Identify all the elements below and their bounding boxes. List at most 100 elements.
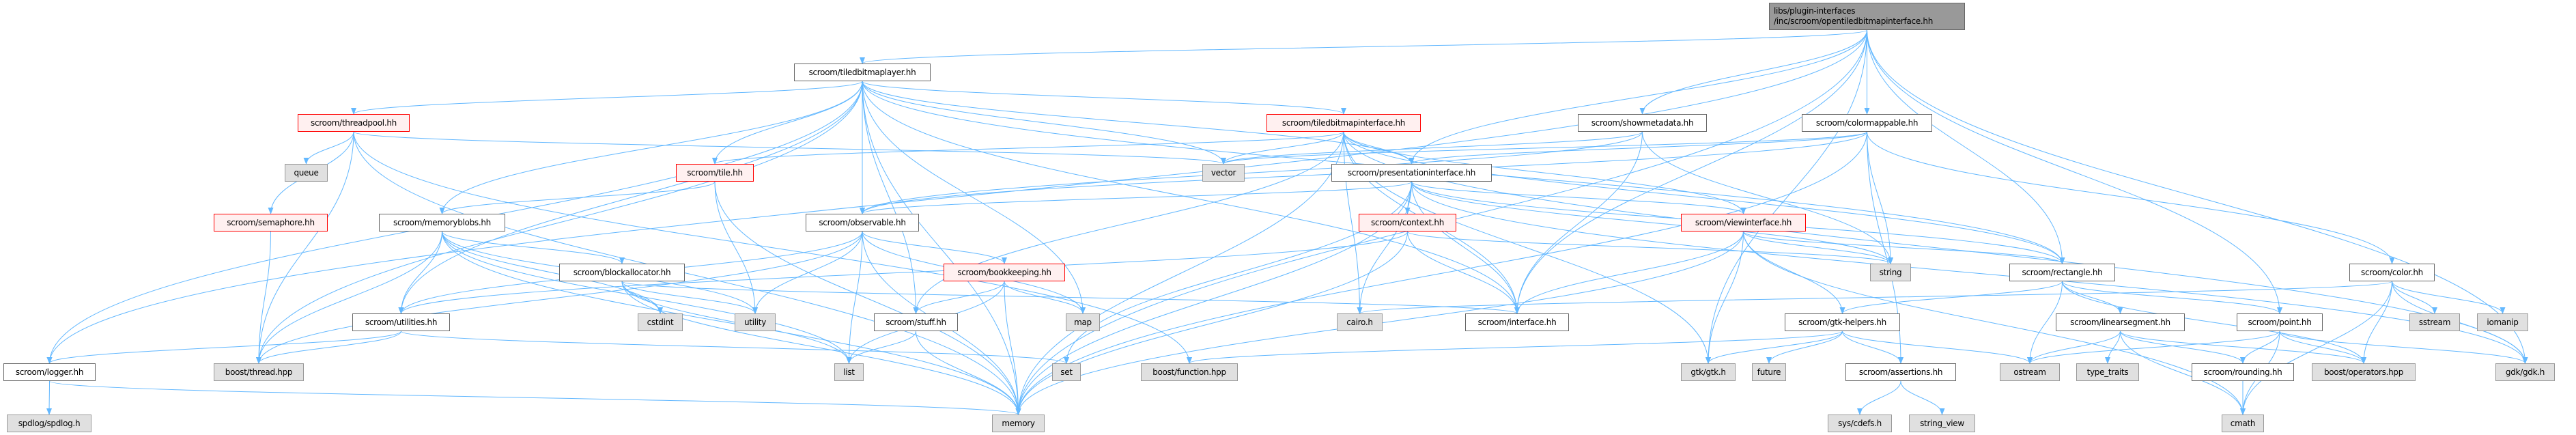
- node-cairo[interactable]: cairo.h: [1337, 313, 1383, 331]
- edge-rectangle-to-ostream: [2027, 281, 2063, 364]
- node-label: cairo.h: [1346, 318, 1373, 327]
- node-tiledbitmaplayer[interactable]: scroom/tiledbitmaplayer.hh: [794, 64, 931, 81]
- node-memory[interactable]: memory: [992, 415, 1045, 432]
- node-rounding[interactable]: scroom/rounding.hh: [2192, 363, 2294, 381]
- edge-color-to-boostoperators: [2361, 281, 2392, 364]
- node-list[interactable]: list: [834, 363, 864, 381]
- node-utilities[interactable]: scroom/utilities.hh: [352, 313, 450, 331]
- node-label-line: /inc/scroom/opentiledbitmapinterface.hh: [1774, 16, 1934, 26]
- node-label: scroom/gtk-helpers.hh: [1798, 318, 1886, 327]
- node-label: scroom/interface.hh: [1477, 318, 1557, 327]
- node-label: boost/thread.hpp: [225, 367, 293, 377]
- node-boostfunction[interactable]: boost/function.hpp: [1141, 363, 1238, 381]
- edge-memoryblobs-to-boostthread: [256, 231, 442, 364]
- node-logger[interactable]: scroom/logger.hh: [3, 363, 96, 381]
- node-rectangle[interactable]: scroom/rectangle.hh: [2009, 264, 2115, 281]
- node-label-line: libs/plugin-interfaces: [1774, 6, 1856, 16]
- node-label: string: [1879, 268, 1902, 277]
- node-tile[interactable]: scroom/tile.hh: [676, 164, 754, 182]
- edge-root-to-point: [1867, 29, 2282, 314]
- node-tiledbitmapinterface[interactable]: scroom/tiledbitmapinterface.hh: [1266, 114, 1421, 132]
- edge-bookkeeping-to-memory: [1004, 281, 1021, 415]
- node-gdk[interactable]: gdk/gdk.h: [2495, 363, 2555, 381]
- node-label: scroom/linearsegment.hh: [2070, 318, 2170, 327]
- node-future[interactable]: future: [1752, 363, 1786, 381]
- edge-point-to-gdk: [2279, 331, 2528, 364]
- node-boostthread[interactable]: boost/thread.hpp: [214, 363, 304, 381]
- node-stringview[interactable]: string_view: [1909, 415, 1975, 432]
- node-label: gtk/gtk.h: [1690, 367, 1726, 377]
- node-spdlog[interactable]: spdlog/spdlog.h: [7, 415, 91, 432]
- node-cmath[interactable]: cmath: [2222, 415, 2264, 432]
- node-cstdint[interactable]: cstdint: [638, 313, 683, 331]
- node-boostoperators[interactable]: boost/operators.hpp: [2312, 363, 2416, 381]
- node-label: vector: [1211, 168, 1236, 178]
- edge-viewinterface-to-rectangle: [1743, 231, 2065, 264]
- edge-tiledbitmaplayer-to-tile: [712, 81, 863, 165]
- node-gtk[interactable]: gtk/gtk.h: [1681, 363, 1736, 381]
- node-label: list: [843, 367, 855, 377]
- node-presentationinterface[interactable]: scroom/presentationinterface.hh: [1331, 164, 1492, 182]
- edge-gtkhelpers-to-boostfunction: [1187, 331, 1843, 364]
- edge-tiledbitmaplayer-to-stuff: [862, 81, 919, 314]
- node-memoryblobs[interactable]: scroom/memoryblobs.hh: [379, 214, 505, 231]
- node-sstream[interactable]: sstream: [2409, 313, 2460, 331]
- node-point[interactable]: scroom/point.hh: [2237, 313, 2323, 331]
- node-label: scroom/showmetadata.hh: [1591, 118, 1694, 128]
- node-stuff[interactable]: scroom/stuff.hh: [874, 313, 958, 331]
- edge-utilities-to-logger: [46, 331, 401, 364]
- edge-rectangle-to-gtkhelpers: [1839, 281, 2063, 314]
- edge-viewinterface-to-gtkhelpers: [1743, 231, 1845, 314]
- edge-assertions-to-syscdefs: [1857, 380, 1901, 415]
- node-utility[interactable]: utility: [735, 313, 776, 331]
- node-label: map: [1074, 318, 1092, 327]
- edge-bookkeeping-to-map: [1004, 281, 1086, 314]
- node-map[interactable]: map: [1066, 313, 1100, 331]
- node-observable[interactable]: scroom/observable.hh: [806, 214, 919, 231]
- node-gtkhelpers[interactable]: scroom/gtk-helpers.hh: [1785, 313, 1900, 331]
- node-viewinterface[interactable]: scroom/viewinterface.hh: [1681, 214, 1806, 231]
- node-label: string_view: [1920, 419, 1964, 428]
- node-linearsegment[interactable]: scroom/linearsegment.hh: [2056, 313, 2185, 331]
- edge-threadpool-to-queue: [303, 131, 354, 165]
- edge-color-to-cairo: [1357, 281, 2392, 314]
- edge-observable-to-bookkeeping: [862, 231, 1007, 264]
- node-context[interactable]: scroom/context.hh: [1359, 214, 1456, 231]
- node-label: scroom/memoryblobs.hh: [393, 218, 491, 227]
- edge-presentationinterface-to-viewinterface: [1411, 181, 1746, 214]
- edge-colormappable-to-color: [1867, 131, 2395, 264]
- edge-presentationinterface-to-cairo: [1357, 181, 1412, 314]
- node-threadpool[interactable]: scroom/threadpool.hh: [298, 114, 410, 132]
- edge-root-to-gdk: [1867, 29, 2528, 364]
- node-label: scroom/tiledbitmapinterface.hh: [1282, 118, 1406, 128]
- node-colormappable[interactable]: scroom/colormappable.hh: [1802, 114, 1932, 132]
- node-set[interactable]: set: [1052, 363, 1081, 381]
- node-assertions[interactable]: scroom/assertions.hh: [1845, 363, 1956, 381]
- node-syscdefs[interactable]: sys/cdefs.h: [1828, 415, 1892, 432]
- node-ostream[interactable]: ostream: [2000, 363, 2060, 381]
- edge-linearsegment-to-typetraits: [2105, 331, 2121, 364]
- node-string[interactable]: string: [1870, 264, 1911, 281]
- node-showmetadata[interactable]: scroom/showmetadata.hh: [1578, 114, 1707, 132]
- node-vector[interactable]: vector: [1202, 164, 1245, 182]
- node-label: scroom/colormappable.hh: [1815, 118, 1919, 128]
- edge-gtkhelpers-to-assertions: [1842, 331, 1903, 364]
- node-label: scroom/context.hh: [1370, 218, 1445, 227]
- edge-memoryblobs-to-utilities: [398, 231, 442, 314]
- node-interface[interactable]: scroom/interface.hh: [1465, 313, 1569, 331]
- edge-root-to-presentationinterface: [1409, 29, 1867, 165]
- node-semaphore[interactable]: scroom/semaphore.hh: [214, 214, 328, 231]
- node-bookkeeping[interactable]: scroom/bookkeeping.hh: [944, 264, 1065, 281]
- node-blockallocator[interactable]: scroom/blockallocator.hh: [559, 264, 685, 281]
- node-label: scroom/rectangle.hh: [2022, 268, 2103, 277]
- edge-presentationinterface-to-set: [1064, 181, 1412, 364]
- edge-observable-to-boostthread: [256, 231, 863, 364]
- node-root[interactable]: libs/plugin-interfaces/inc/scroom/openti…: [1769, 3, 1965, 30]
- edge-colormappable-to-presentationinterface: [1409, 131, 1867, 165]
- node-iomanip[interactable]: iomanip: [2477, 313, 2528, 331]
- edge-root-to-rectangle: [1867, 29, 2065, 264]
- node-queue[interactable]: queue: [285, 164, 328, 182]
- edge-tiledbitmapinterface-to-stuff: [913, 131, 1344, 314]
- node-color[interactable]: scroom/color.hh: [2349, 264, 2435, 281]
- node-typetraits[interactable]: type_traits: [2076, 363, 2139, 381]
